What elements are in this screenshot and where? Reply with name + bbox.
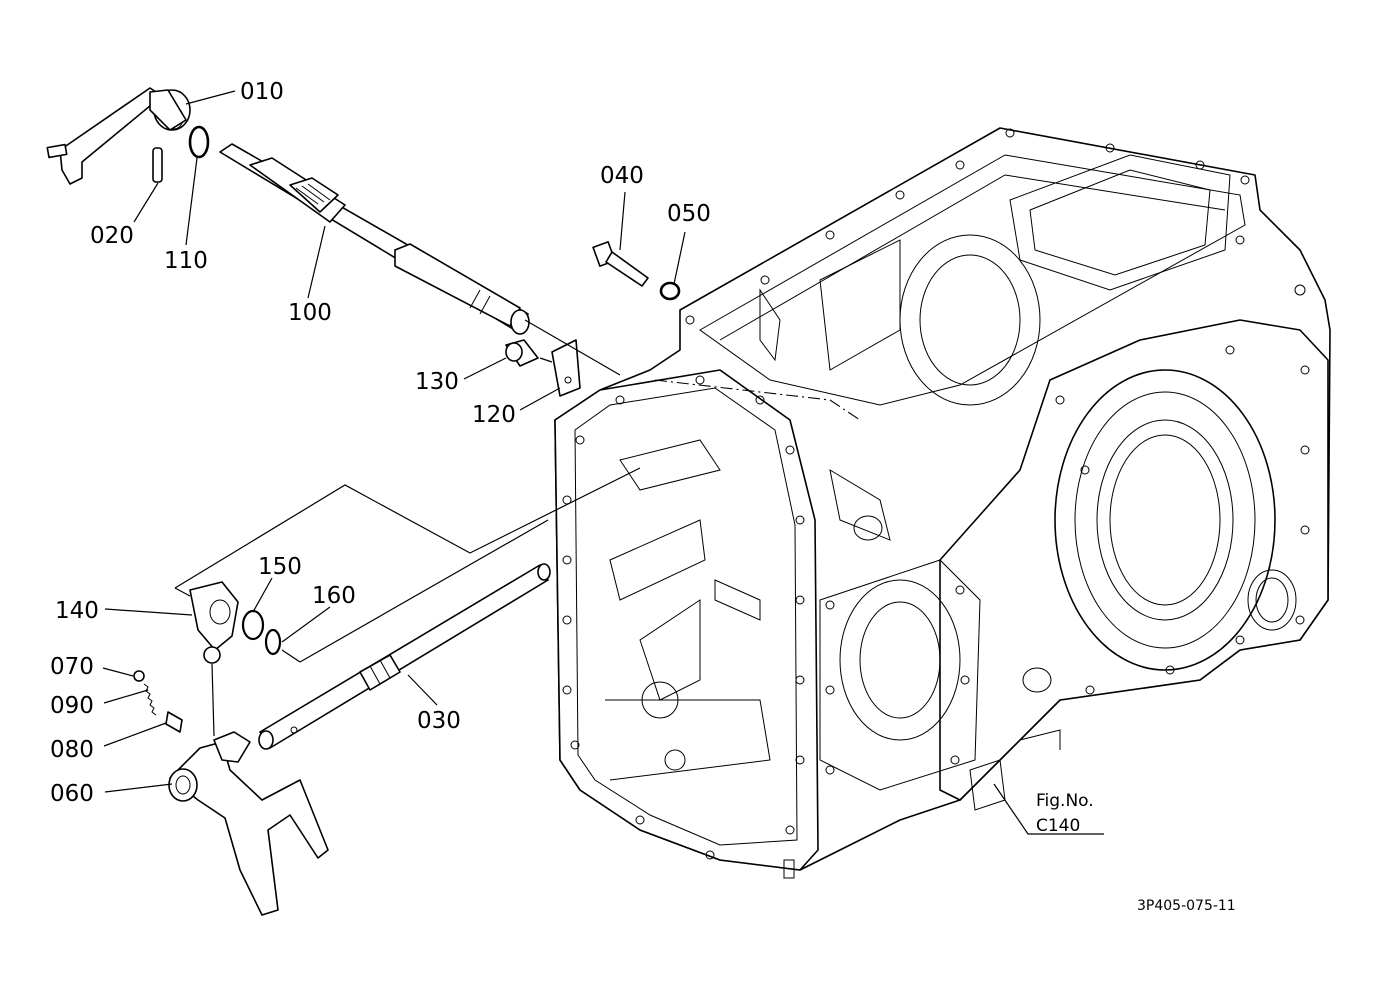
part-110-o-ring — [188, 125, 210, 159]
part-160-o-ring — [264, 628, 282, 656]
part-100-shift-shaft — [219, 143, 530, 335]
callout-050: 050 — [667, 201, 711, 227]
drawing-number: 3P405-075-11 — [1137, 898, 1236, 914]
part-130-fitting — [505, 339, 539, 367]
part-070-ball — [133, 670, 145, 682]
callout-100: 100 — [288, 300, 332, 326]
callout-060: 060 — [50, 781, 94, 807]
part-080-plug — [165, 711, 183, 733]
callout-130: 130 — [415, 369, 459, 395]
figure-ref-number: C140 — [1036, 816, 1080, 836]
callout-010: 010 — [240, 79, 284, 105]
part-120-plate — [551, 339, 581, 397]
figure-reference: Fig.No. C140 — [1036, 791, 1094, 836]
part-060-shift-fork — [168, 731, 329, 916]
callout-070: 070 — [50, 654, 94, 680]
transmission-case — [554, 127, 1331, 879]
callout-030: 030 — [417, 708, 461, 734]
part-090-spring — [143, 683, 157, 716]
callout-140: 140 — [55, 598, 99, 624]
callout-labels: 010 020 110 100 040 050 130 120 150 160 … — [50, 79, 711, 807]
part-140-joint — [189, 581, 239, 664]
callout-090: 090 — [50, 693, 94, 719]
part-010-shift-arm — [46, 87, 191, 185]
callout-020: 020 — [90, 223, 134, 249]
callout-110: 110 — [164, 248, 208, 274]
callout-150: 150 — [258, 554, 302, 580]
callout-120: 120 — [472, 402, 516, 428]
callout-080: 080 — [50, 737, 94, 763]
callout-040: 040 — [600, 163, 644, 189]
figure-ref-label: Fig.No. — [1036, 791, 1094, 811]
leader-lines — [102, 90, 1104, 835]
callout-160: 160 — [312, 583, 356, 609]
part-150-circlip — [241, 609, 265, 641]
part-050-washer — [659, 281, 681, 301]
part-030-shift-rod — [258, 563, 551, 750]
part-040-bolt — [592, 241, 649, 287]
part-020-pin — [152, 147, 163, 183]
